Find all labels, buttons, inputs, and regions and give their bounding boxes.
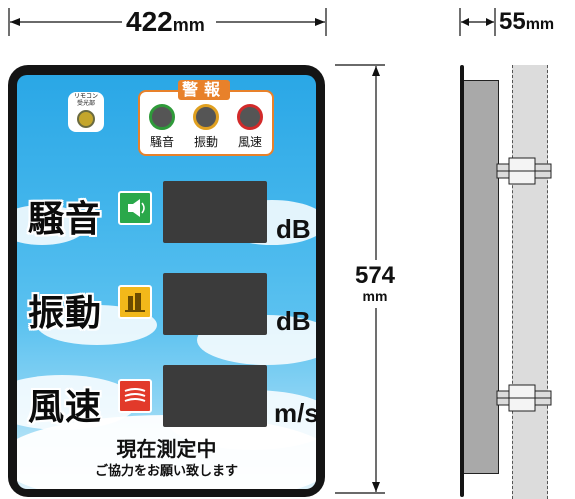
noise-label: 騒音: [28, 199, 103, 240]
remote-receiver-label: リモコン 受光部: [68, 93, 104, 107]
height-unit: mm: [362, 288, 388, 304]
mounting-pole: [512, 65, 548, 499]
building-vibration-icon: [118, 285, 152, 319]
vibration-lamp-label: 振動: [193, 135, 218, 149]
noise-lamp-label: 騒音: [149, 135, 174, 149]
wind-speed-label: 風速: [28, 387, 103, 428]
wind-speed-display: [163, 365, 267, 427]
upper-mounting-bracket: [495, 150, 553, 192]
width-value: 422: [126, 6, 173, 37]
wind-speed-unit: m/s: [274, 398, 319, 428]
wind-icon: [118, 379, 152, 413]
vibration-label: 振動: [28, 293, 103, 334]
wind-alarm-lamp: [237, 104, 263, 130]
width-unit: mm: [172, 15, 205, 35]
remote-label-line1: リモコン: [73, 93, 98, 100]
depth-label: 55mm: [499, 10, 554, 34]
remote-receiver-lens: [77, 110, 95, 128]
depth-dimension-line: [459, 8, 496, 36]
noise-unit: dB: [276, 214, 311, 244]
noise-display: [163, 181, 267, 243]
side-view-body: [463, 80, 499, 474]
wind-lamp-label: 風速: [237, 135, 262, 149]
width-dimension-line: [8, 8, 327, 36]
height-value: 574: [354, 262, 396, 289]
status-sub-text: ご協力をお願い致します: [94, 464, 238, 479]
status-main-text: 現在測定中: [116, 437, 217, 461]
vibration-alarm-lamp: [193, 104, 219, 130]
lower-mounting-bracket: [495, 377, 553, 419]
depth-value: 55: [499, 8, 526, 35]
alarm-title: 警報: [178, 80, 230, 100]
speaker-icon: [118, 191, 152, 225]
noise-alarm-lamp: [149, 104, 175, 130]
vibration-unit: dB: [276, 306, 311, 336]
side-view-front-face: [460, 65, 464, 497]
vibration-display: [163, 273, 267, 335]
width-label: 422mm: [126, 8, 205, 36]
depth-unit: mm: [525, 16, 555, 33]
height-dimension-line: [335, 64, 385, 494]
remote-label-line2: 受光部: [76, 100, 95, 107]
